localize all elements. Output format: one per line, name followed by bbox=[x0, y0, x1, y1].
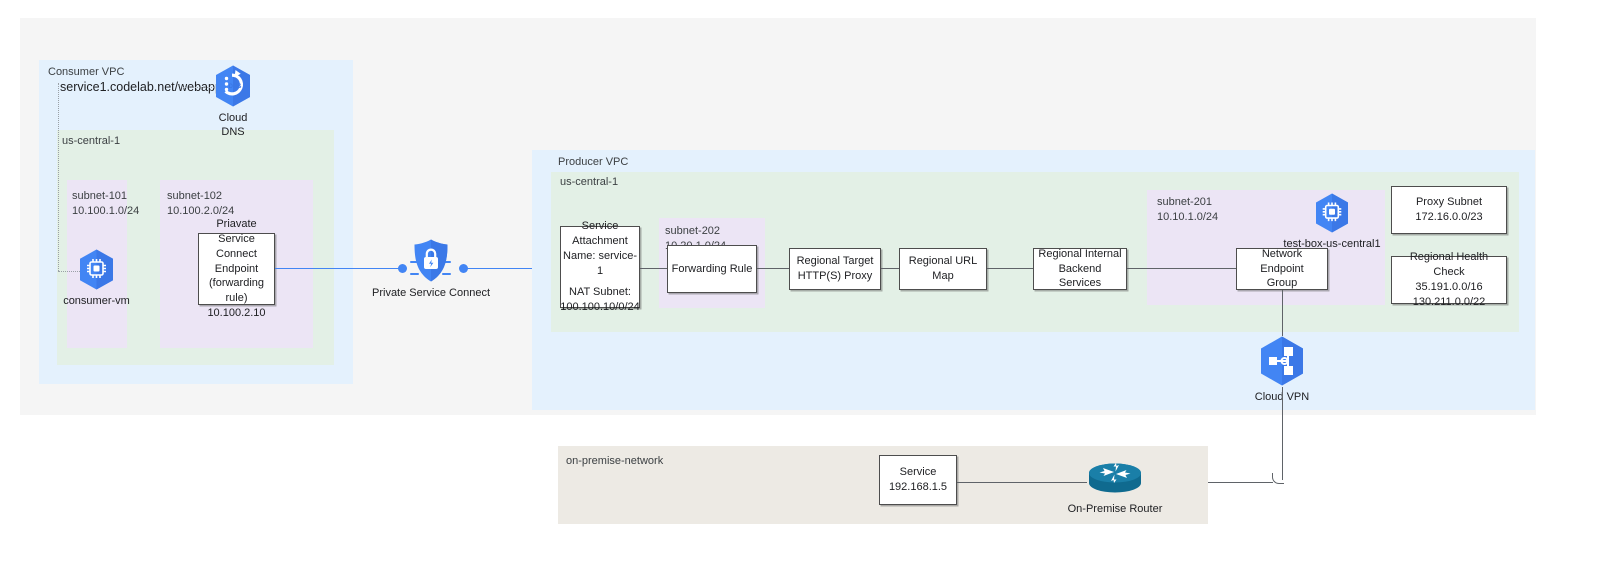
regional-target-proxy-box: Regional Target HTTP(S) Proxy bbox=[789, 248, 881, 290]
service-attachment-text: Service Attachment Name: service-1 NAT S… bbox=[560, 219, 640, 314]
proxy-subnet-box: Proxy Subnet 172.16.0.0/23 bbox=[1391, 186, 1507, 234]
cloud-dns-caption: Cloud DNS bbox=[218, 112, 248, 139]
link-sa-to-fr bbox=[640, 268, 667, 269]
consumer-vm-caption: consumer-vm bbox=[63, 295, 130, 307]
dns-dotted-vertical bbox=[58, 83, 59, 271]
onprem-service-text: Service 192.168.1.5 bbox=[888, 466, 948, 493]
producer-region-label: us-central-1 bbox=[560, 176, 619, 188]
psc-link-right bbox=[462, 268, 560, 270]
subnet-102-label: subnet-102 10.100.2.0/24 bbox=[167, 190, 235, 217]
svg-text:DNS: DNS bbox=[229, 84, 242, 90]
psc-dash-c bbox=[442, 261, 451, 263]
psc-node-dot-left bbox=[398, 264, 407, 273]
psc-dash-d bbox=[442, 273, 451, 275]
link-neg-to-vpn bbox=[1282, 290, 1283, 336]
onprem-service-box: Service 192.168.1.5 bbox=[879, 455, 957, 505]
private-service-connect-icon: Private Service Connect bbox=[372, 238, 490, 299]
regional-health-check-box: Regional Health Check 35.191.0.0/16 130.… bbox=[1391, 251, 1507, 308]
dns-dotted-to-vm bbox=[58, 271, 80, 272]
service-attachment-box: Service Attachment Name: service-1 NAT S… bbox=[560, 220, 640, 313]
network-endpoint-group-box: Network Endpoint Group bbox=[1236, 248, 1328, 290]
regional-backend-services-box: Regional Internal Backend Services bbox=[1033, 248, 1127, 290]
onprem-network-label: on-premise-network bbox=[566, 455, 664, 467]
dns-url-label: service1.codelab.net/webapp bbox=[60, 80, 222, 94]
psc-dash-a bbox=[410, 261, 419, 263]
cloud-vpn-icon: Cloud VPN bbox=[1255, 335, 1309, 403]
dns-url-dotted-right bbox=[183, 87, 214, 88]
psc-caption: Private Service Connect bbox=[372, 287, 490, 299]
router-icon: On-Premise Router bbox=[1068, 461, 1162, 515]
psc-endpoint-box: Priavate Service Connect Endpoint (forwa… bbox=[198, 218, 275, 319]
regional-health-check-text: Regional Health Check 35.191.0.0/16 130.… bbox=[1409, 251, 1489, 308]
psc-dash-b bbox=[410, 273, 419, 275]
consumer-vm-icon: consumer-vm bbox=[63, 248, 130, 307]
router-caption: On-Premise Router bbox=[1067, 503, 1163, 515]
subnet-201-label: subnet-201 10.10.1.0/24 bbox=[1157, 196, 1219, 223]
consumer-region-label: us-central-1 bbox=[62, 135, 121, 147]
psc-endpoint-text: Priavate Service Connect Endpoint (forwa… bbox=[207, 218, 266, 320]
regional-url-map-box: Regional URL Map bbox=[899, 248, 987, 290]
psc-link-left bbox=[275, 268, 401, 270]
link-service-to-router bbox=[957, 482, 1087, 483]
link-vpn-down bbox=[1282, 387, 1283, 480]
subnet-101-label: subnet-101 10.100.1.0/24 bbox=[72, 190, 140, 217]
link-backend-to-neg bbox=[1127, 268, 1236, 269]
link-vpn-elbow bbox=[1272, 473, 1284, 484]
producer-vpc-label: Producer VPC bbox=[558, 156, 629, 168]
cloud-dns-icon: DNS Cloud DNS bbox=[213, 64, 253, 138]
link-urlmap-to-backend bbox=[987, 268, 1033, 269]
proxy-subnet-text: Proxy Subnet 172.16.0.0/23 bbox=[1415, 196, 1483, 223]
network-endpoint-group-text: Network Endpoint Group bbox=[1260, 247, 1304, 290]
regional-backend-services-text: Regional Internal Backend Services bbox=[1038, 247, 1122, 290]
link-fr-to-proxy bbox=[757, 268, 789, 269]
regional-target-proxy-text: Regional Target HTTP(S) Proxy bbox=[796, 255, 874, 282]
test-box-caption: test-box-us-central1 bbox=[1283, 238, 1381, 250]
psc-node-dot-right bbox=[459, 264, 468, 273]
forwarding-rule-box: Forwarding Rule bbox=[667, 245, 757, 293]
consumer-vpc-label: Consumer VPC bbox=[48, 66, 125, 78]
link-proxy-to-urlmap bbox=[881, 268, 899, 269]
test-box-vm-icon: test-box-us-central1 bbox=[1283, 192, 1381, 250]
